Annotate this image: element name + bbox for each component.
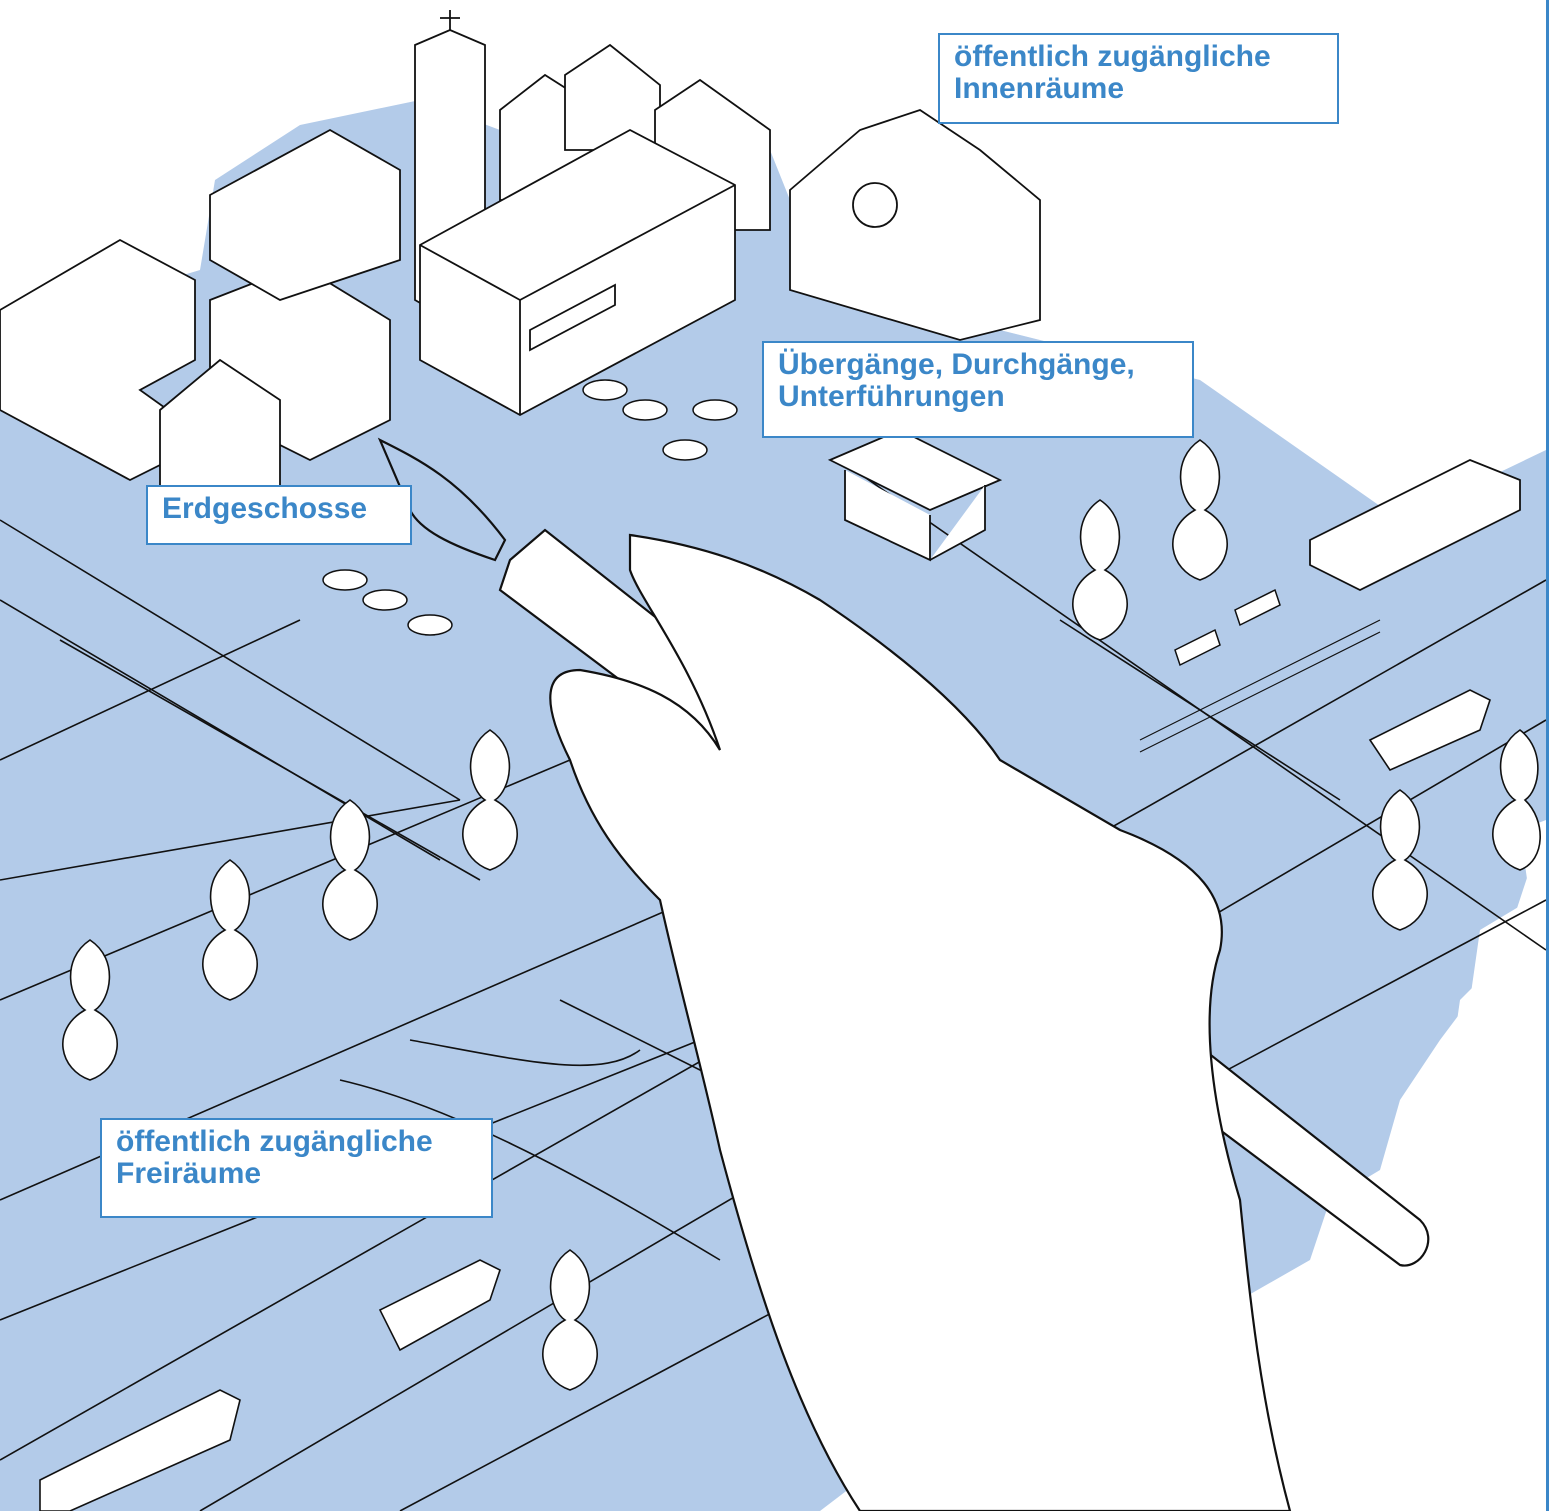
boats bbox=[39, 689, 1491, 1511]
buildings bbox=[0, 10, 1521, 592]
label-line: Innenräume bbox=[954, 72, 1125, 105]
label-line: Erdgeschosse bbox=[162, 492, 368, 525]
label-line: Übergänge, Durchgänge, bbox=[778, 348, 1135, 381]
label-oeffentliche-innenraeume: öffentlich zugängliche Innenräume bbox=[938, 33, 1339, 124]
label-line: öffentlich zugängliche bbox=[954, 40, 1271, 73]
label-uebergaenge: Übergänge, Durchgänge, Unterführungen bbox=[762, 341, 1194, 438]
hand-holding-brush-icon bbox=[377, 437, 1430, 1511]
bridge bbox=[339, 1039, 721, 1261]
label-line: Freiräume bbox=[116, 1157, 262, 1190]
parasols bbox=[322, 379, 738, 636]
trees bbox=[62, 439, 1541, 1391]
label-line: öffentlich zugängliche bbox=[116, 1125, 433, 1158]
bench-icon bbox=[1174, 588, 1281, 667]
label-oeffentliche-freiraeume: öffentlich zugängliche Freiräume bbox=[100, 1118, 493, 1218]
label-erdgeschosse: Erdgeschosse bbox=[146, 485, 412, 545]
right-edge-line bbox=[1546, 0, 1549, 1511]
label-line: Unterführungen bbox=[778, 380, 1005, 413]
paint-edge bbox=[830, 820, 1546, 1511]
fence bbox=[1139, 619, 1381, 753]
